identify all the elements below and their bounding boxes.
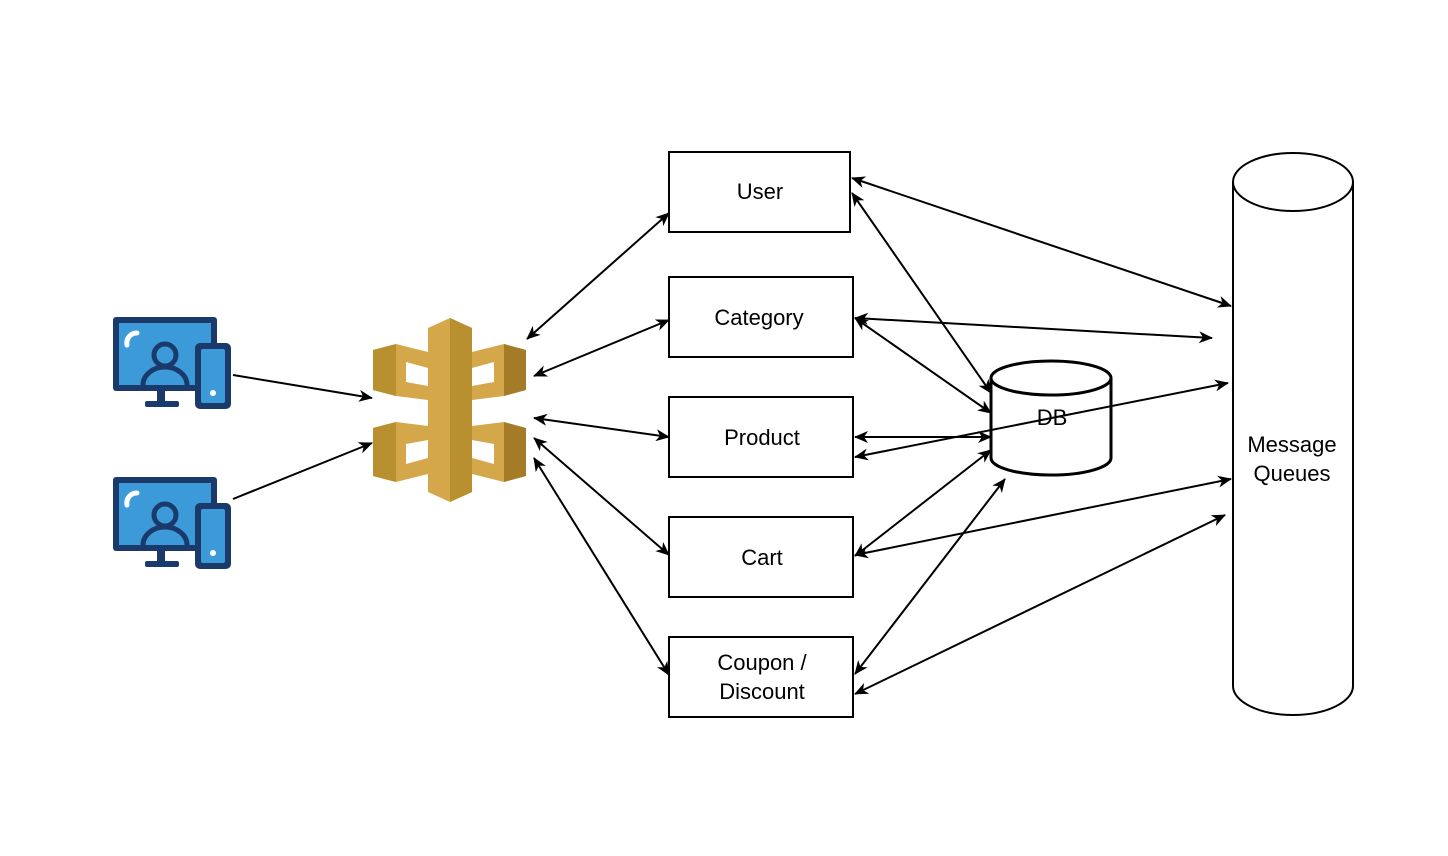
- edge-client-bottom-to-gateway: [232, 442, 373, 500]
- edge-gateway-cart: [533, 437, 670, 556]
- coupon-service-label-line2: Discount: [719, 679, 805, 704]
- product-service-box[interactable]: [668, 396, 854, 478]
- message-queues-label-line1: Message: [1247, 432, 1336, 457]
- api-gateway-icon: [373, 318, 526, 502]
- cart-service-label: Cart: [741, 545, 783, 570]
- edge-user-mq: [851, 176, 1232, 308]
- coupon-service-box[interactable]: [668, 636, 854, 718]
- message-queues-label-line2: Queues: [1253, 461, 1330, 486]
- edge-client-top-to-gateway: [232, 374, 373, 402]
- category-service-box[interactable]: [668, 276, 854, 358]
- edge-coupon-mq: [854, 514, 1226, 695]
- edge-category-mq: [854, 312, 1213, 344]
- edge-gateway-coupon: [533, 457, 670, 676]
- edge-cart-mq: [854, 475, 1232, 559]
- edge-category-db: [854, 317, 992, 414]
- edge-gateway-category: [533, 319, 670, 377]
- client-device-bottom-icon: [113, 477, 231, 569]
- cart-service-box[interactable]: [668, 516, 854, 598]
- user-service-box[interactable]: [668, 151, 851, 233]
- client-device-top-icon: [113, 317, 231, 409]
- edge-gateway-product: [533, 413, 670, 442]
- edge-user-db: [851, 192, 992, 394]
- edge-cart-db: [854, 449, 992, 557]
- edge-product-mq: [854, 379, 1229, 461]
- product-service-label: Product: [724, 425, 800, 450]
- user-service-label: User: [737, 179, 783, 204]
- message-queues-cylinder[interactable]: [1232, 152, 1354, 716]
- coupon-service-label-line1: Coupon /: [717, 650, 807, 675]
- edge-gateway-user: [526, 212, 670, 340]
- category-service-label: Category: [714, 305, 803, 330]
- edge-coupon-db: [854, 478, 1006, 675]
